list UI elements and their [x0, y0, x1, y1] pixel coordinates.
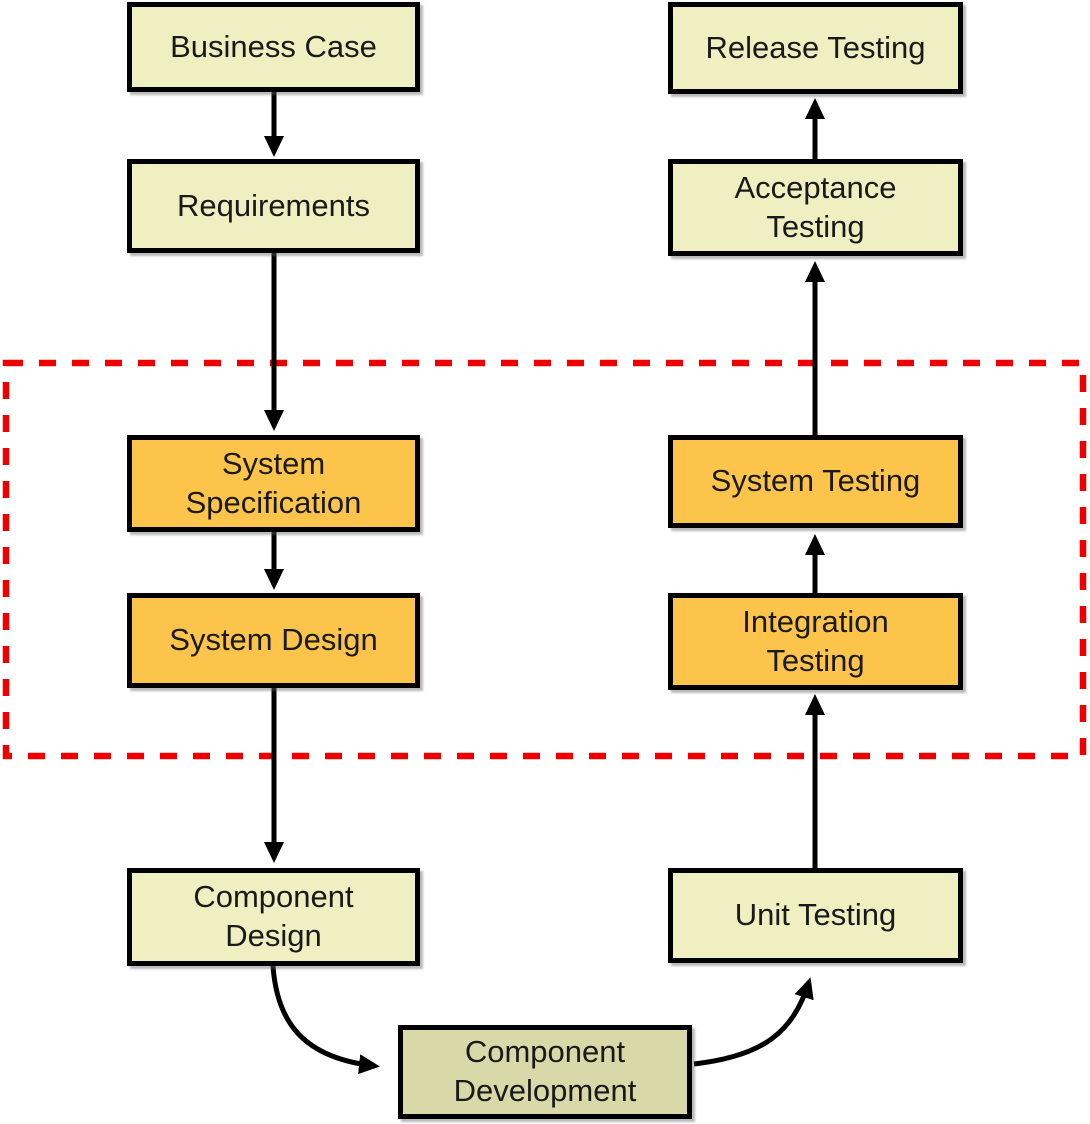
arrow-component-design-to-component-development [270, 965, 380, 1075]
box-component-development: Component Development [398, 1025, 692, 1119]
box-system-specification: System Specification [127, 435, 420, 532]
box-release-testing: Release Testing [668, 2, 963, 94]
box-acceptance-testing: Acceptance Testing [668, 159, 963, 256]
arrow-component-development-to-unit-testing [693, 977, 814, 1067]
box-system-testing: System Testing [668, 435, 963, 528]
box-requirements: Requirements [127, 159, 420, 253]
box-integration-testing: Integration Testing [668, 593, 963, 690]
highlight-dashed-region [2, 359, 1087, 760]
box-business-case: Business Case [127, 2, 420, 92]
box-system-design: System Design [127, 593, 420, 688]
box-unit-testing: Unit Testing [668, 868, 963, 963]
box-component-design: Component Design [127, 868, 420, 966]
